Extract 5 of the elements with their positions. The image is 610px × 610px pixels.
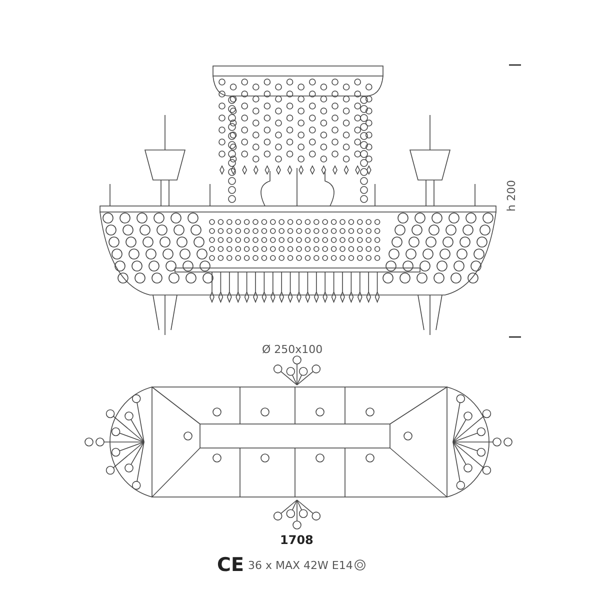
lamp-specification: 36 x MAX 42W E14 [248,559,353,572]
dimension-label: Ø 250x100 [262,343,323,356]
model-number: 1708 [280,534,314,547]
dimension-label: h 200 [505,180,518,212]
ce-mark: CE [217,555,244,575]
